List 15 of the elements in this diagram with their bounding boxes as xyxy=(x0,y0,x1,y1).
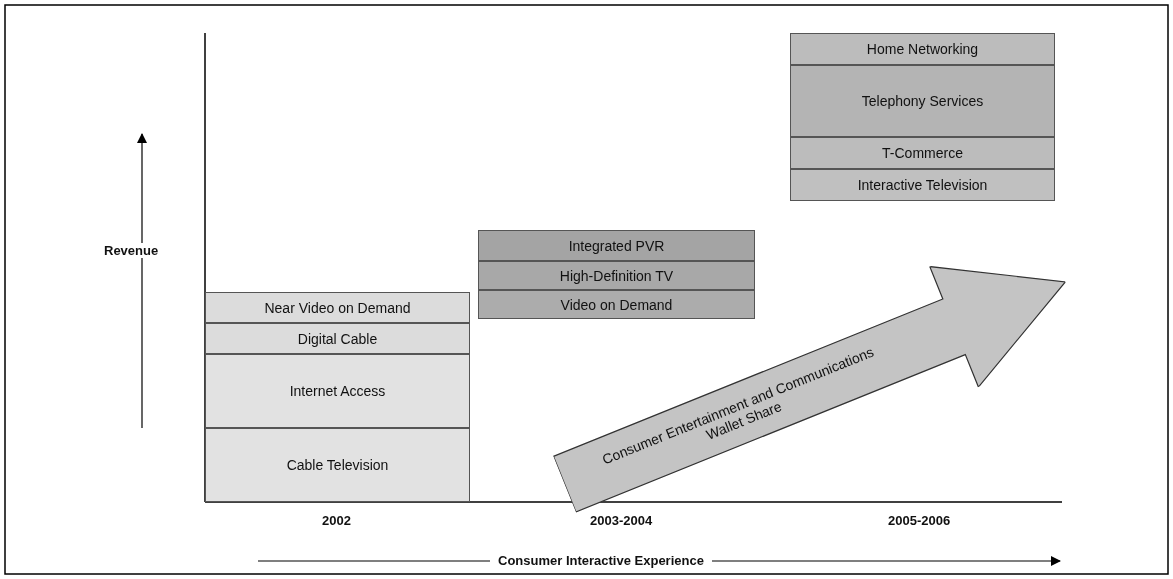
service-block: Interactive Television xyxy=(790,169,1055,201)
year-label: 2003-2004 xyxy=(590,513,653,528)
service-block: Home Networking xyxy=(790,33,1055,65)
service-block: T-Commerce xyxy=(790,137,1055,169)
service-block: Integrated PVR xyxy=(478,230,755,261)
service-block: Near Video on Demand xyxy=(205,292,470,323)
service-block: High-Definition TV xyxy=(478,261,755,290)
service-block: Digital Cable xyxy=(205,323,470,354)
axis-label: Consumer Interactive Experience xyxy=(490,553,712,568)
service-block: Video on Demand xyxy=(478,290,755,319)
year-label: 2005-2006 xyxy=(888,513,951,528)
service-block: Internet Access xyxy=(205,354,470,428)
service-block: Cable Television xyxy=(205,428,470,502)
service-block: Telephony Services xyxy=(790,65,1055,137)
year-label: 2002 xyxy=(322,513,351,528)
